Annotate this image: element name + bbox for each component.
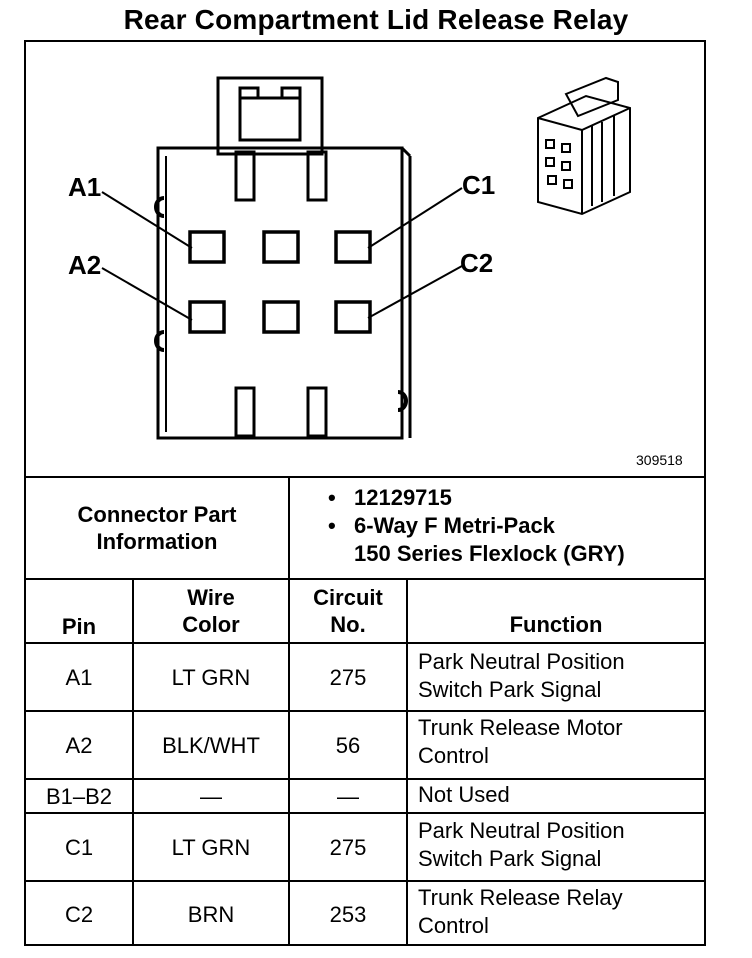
housing-edge-right [400, 146, 412, 158]
pin-label-c1: C1 [462, 170, 495, 200]
latch-detail [238, 86, 302, 98]
leader-c1 [367, 187, 463, 249]
cavity-a1 [188, 230, 226, 264]
cavity-b1 [262, 230, 300, 264]
clip-left-lower [154, 330, 165, 352]
row-1-wire-color: LT GRN [171, 664, 251, 690]
row-4-function-line1: Park Neutral Position [418, 818, 625, 843]
row-1-function-line2: Switch Park Signal [418, 677, 602, 702]
top-slot-right [306, 150, 328, 202]
row-1-pin: A1 [65, 664, 93, 690]
clip-right [397, 390, 408, 412]
header-wire-color: Wire Color [134, 580, 288, 642]
row-5-circuit: 253 [329, 901, 367, 927]
pin-label-c2: C2 [460, 248, 493, 278]
cavity-c1 [334, 230, 372, 264]
header-circuit-line1: Circuit [313, 585, 383, 610]
rule-col-1 [132, 578, 134, 946]
row-5-wire-color: BRN [187, 901, 235, 927]
rule-diagram-bottom [24, 476, 706, 478]
part-description-line1: 6-Way F Metri-Pack [354, 513, 555, 538]
connector-latch [216, 76, 324, 156]
row-4-wire-color: LT GRN [171, 834, 251, 860]
row-2-function-line2: Control [418, 743, 489, 768]
row-2-function: Trunk Release Motor Control [418, 714, 623, 770]
rule-row-4 [24, 880, 706, 882]
row-3-wire-color: — [200, 783, 222, 809]
part-number: 12129715 [354, 485, 452, 510]
row-3-circuit: — [337, 783, 359, 809]
header-circuit-no: Circuit No. [290, 580, 406, 642]
row-5-pin: C2 [64, 901, 94, 927]
row-4-function-line2: Switch Park Signal [418, 846, 602, 871]
row-2-pin: A2 [65, 732, 93, 758]
pin-label-a1: A1 [68, 172, 101, 202]
row-4-function: Park Neutral Position Switch Park Signal [418, 817, 625, 873]
figure-id: 309518 [636, 452, 683, 468]
connector-info-values: • 12129715 • 6-Way F Metri-Pack 150 Series… [328, 484, 625, 568]
row-2-wire-color: BLK/WHT [162, 732, 260, 758]
rule-col-3 [406, 578, 408, 946]
connector-face-view: A1 A2 C1 C2 [68, 76, 631, 440]
rule-header-top [24, 578, 706, 580]
header-wire-color-line1: Wire [187, 585, 235, 610]
leader-a2 [101, 267, 193, 321]
connector-iso-view [537, 76, 631, 216]
connector-housing [156, 146, 404, 440]
part-description-line2: 150 Series Flexlock (GRY) [354, 541, 625, 566]
connector-info-label: Connector Part Information [26, 478, 288, 578]
row-3-pin: B1–B2 [45, 783, 113, 809]
bottom-slot-left [234, 386, 256, 438]
row-1-function: Park Neutral Position Switch Park Signal [418, 648, 625, 704]
diagram-frame [24, 40, 706, 946]
rule-row-3 [24, 812, 706, 814]
pin-label-a2: A2 [68, 250, 101, 280]
rule-col-2 [288, 578, 290, 946]
connector-info-label-line1: Connector Part [77, 502, 237, 527]
row-3-function: Not Used [418, 781, 510, 809]
row-5-function: Trunk Release Relay Control [418, 884, 623, 940]
bullet: • [328, 485, 336, 510]
row-1-circuit: 275 [329, 664, 367, 690]
header-function: Function [509, 612, 603, 637]
row-5-function-line1: Trunk Release Relay [418, 885, 623, 910]
diagram-title: Rear Compartment Lid Release Relay [123, 4, 629, 35]
clip-left-upper [154, 196, 165, 218]
leader-a1 [101, 191, 193, 249]
row-4-pin: C1 [64, 834, 94, 860]
connector-latch-inner [238, 96, 302, 142]
row-4-circuit: 275 [329, 834, 367, 860]
header-wire-color-line2: Color [182, 612, 240, 637]
row-2-function-line1: Trunk Release Motor [418, 715, 623, 740]
cavity-c2 [334, 300, 372, 334]
rule-info-divider [288, 476, 290, 580]
row-5-function-line2: Control [418, 913, 489, 938]
rule-row-1 [24, 710, 706, 712]
bottom-slot-right [306, 386, 328, 438]
cavity-a2 [188, 300, 226, 334]
header-pin: Pin [61, 614, 97, 639]
rule-row-2 [24, 778, 706, 780]
row-3-function-line1: Not Used [418, 782, 510, 807]
bullet: • [328, 513, 336, 538]
rule-header-bottom [24, 642, 706, 644]
row-1-function-line1: Park Neutral Position [418, 649, 625, 674]
cavity-b2 [262, 300, 300, 334]
header-circuit-line2: No. [330, 612, 366, 637]
top-slot-left [234, 150, 256, 202]
leader-c2 [367, 265, 463, 319]
connector-info-label-line2: Information [96, 529, 218, 554]
row-2-circuit: 56 [335, 732, 361, 758]
